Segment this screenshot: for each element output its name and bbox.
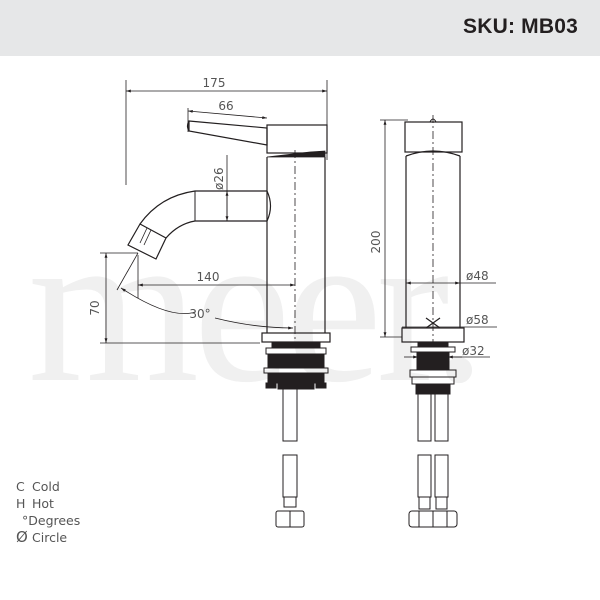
dim-base-diameter: ø58 <box>466 313 489 327</box>
legend-item-degrees: °Degrees <box>22 513 81 528</box>
dim-spout-angle: 30° <box>189 307 210 321</box>
dim-lever-length: 66 <box>218 99 233 113</box>
dim-body-diameter: ø48 <box>466 269 489 283</box>
dim-thread-diameter: ø32 <box>462 344 485 358</box>
dim-overall-length: 175 <box>203 76 226 90</box>
header-bar: SKU: MB03 <box>0 0 600 56</box>
brand-watermark: meer. <box>28 184 487 428</box>
side-view <box>100 80 331 528</box>
dim-spout-reach: 140 <box>197 270 220 284</box>
dim-body-height: 200 <box>369 231 383 254</box>
front-view <box>380 115 497 528</box>
dim-outlet-height: 70 <box>88 300 102 315</box>
dim-spout-diameter: ø26 <box>212 167 226 190</box>
diameter-icon: Ø <box>16 528 28 546</box>
sku-label: SKU: MB03 <box>463 15 578 38</box>
